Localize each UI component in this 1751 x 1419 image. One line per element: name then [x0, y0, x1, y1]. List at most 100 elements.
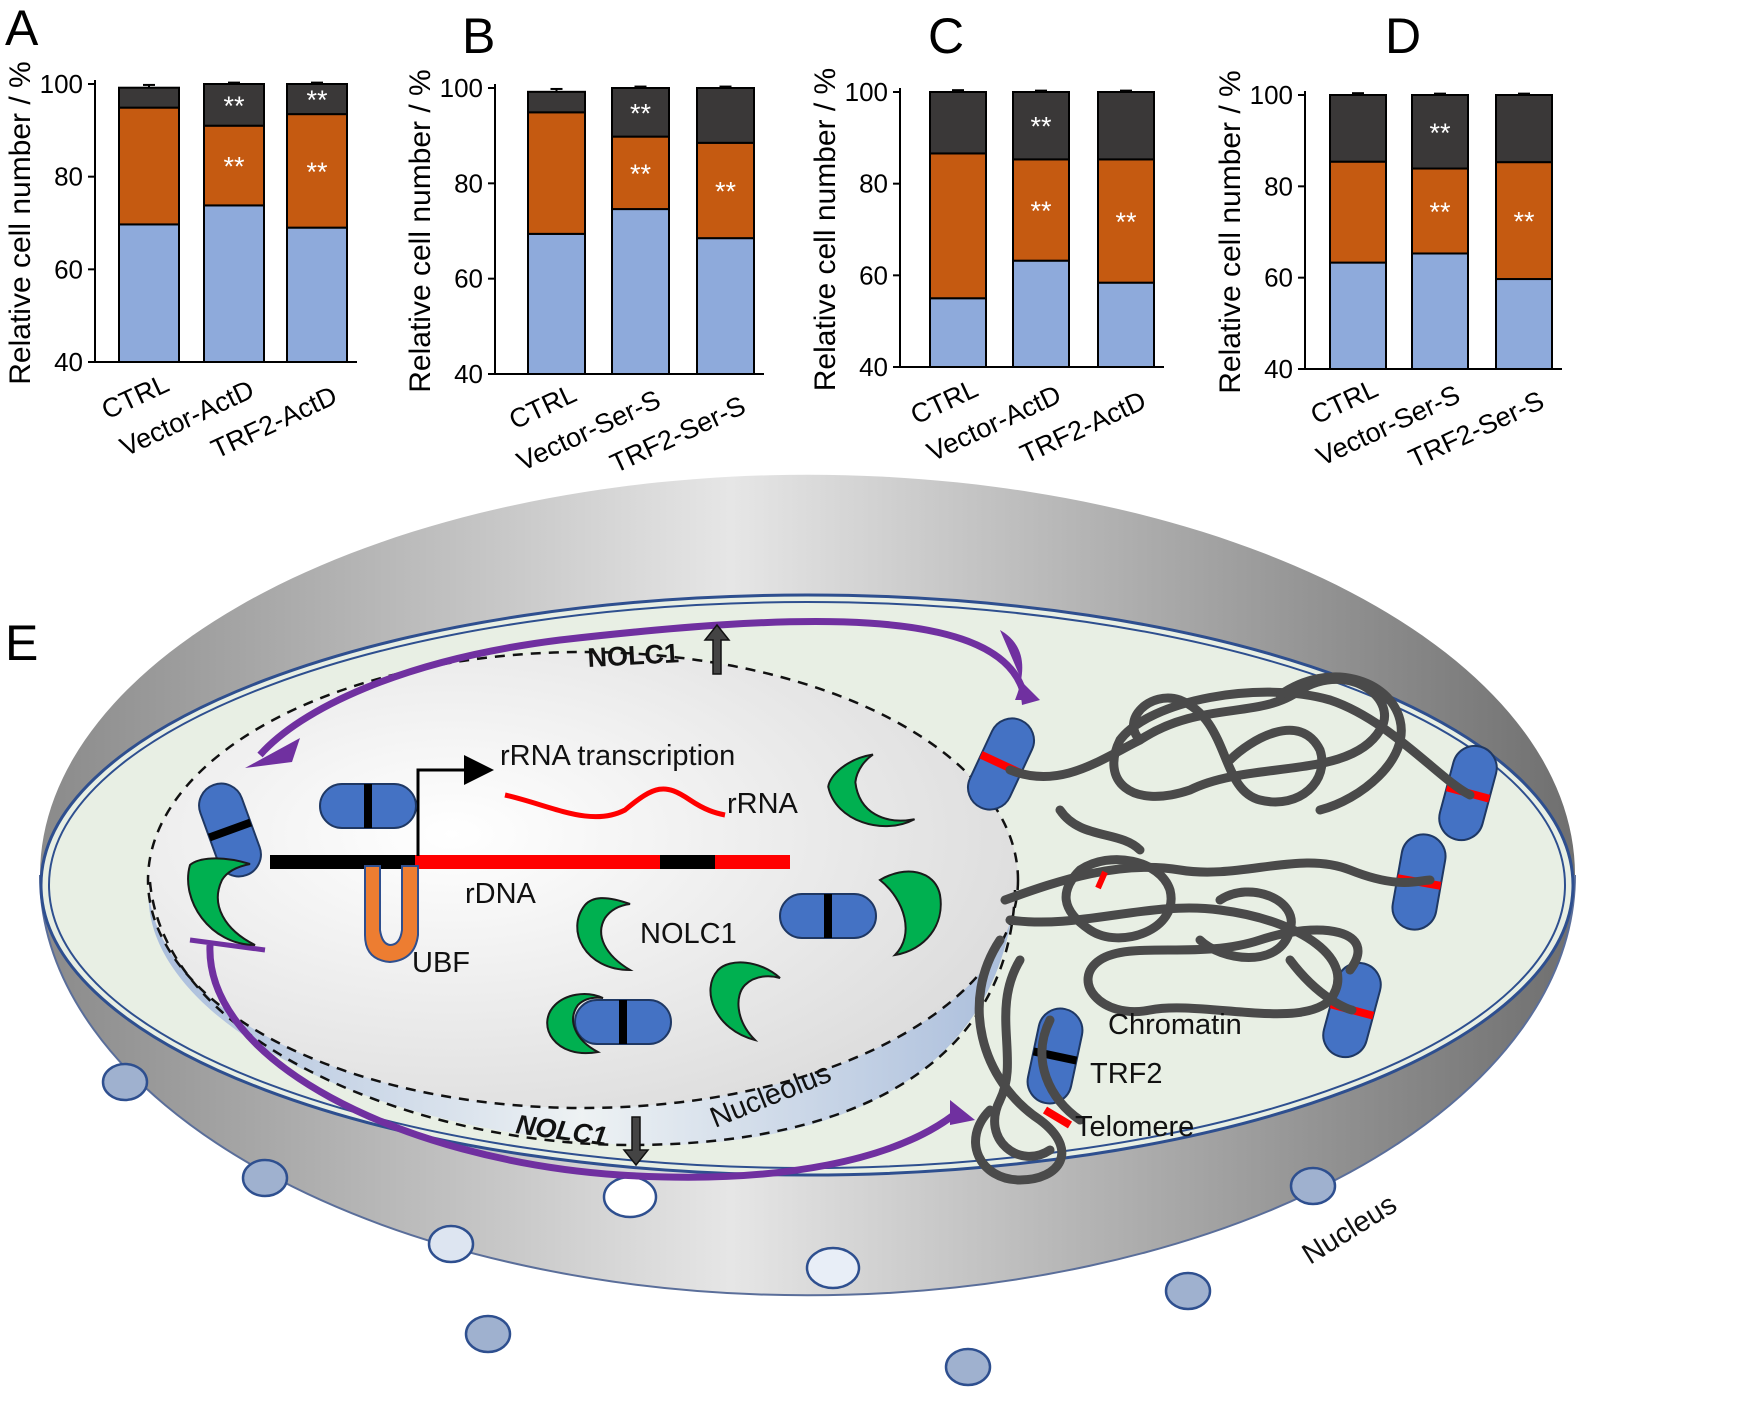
nolc1-up-label: NOLC1: [587, 638, 680, 673]
bar-segment: [118, 86, 180, 109]
bar-segment: [929, 297, 987, 368]
panel-letter-c: C: [928, 8, 964, 64]
nolc1-label: NOLC1: [640, 918, 737, 950]
y-tick-label: 60: [54, 254, 83, 284]
bar-segment: [929, 152, 987, 300]
ubf-protein: [364, 865, 419, 964]
y-tick-label: 60: [859, 260, 888, 290]
bar-segment: [1329, 94, 1387, 163]
y-axis-label: Relative cell number / %: [404, 69, 437, 392]
transcription-arrow: [416, 755, 494, 856]
bar-segment: [1097, 91, 1155, 161]
nolc1-crescent: [827, 753, 916, 828]
bar-segment: [1012, 259, 1070, 368]
bar-segment: [527, 90, 586, 114]
bar-segment: [203, 204, 265, 363]
bar-segment: [1097, 158, 1155, 284]
y-tick-label: 80: [1264, 171, 1293, 201]
trf2-capsule: [574, 999, 672, 1045]
rrna-label: rRNA: [727, 788, 799, 820]
rrna-strand: [504, 786, 726, 820]
bar-segment: [1495, 278, 1553, 370]
significance-label: **: [223, 152, 245, 182]
purple-arrowhead: [245, 738, 300, 768]
bar-segment: [611, 208, 670, 375]
chromatin: [971, 672, 1475, 1185]
nuclear-pore: [1289, 1166, 1337, 1206]
telomere-marker: [1095, 870, 1108, 890]
y-tick-label: 100: [1250, 80, 1293, 110]
panel-letter-b: B: [462, 8, 495, 64]
trf2-capsule: [319, 783, 417, 829]
y-tick-label: 80: [454, 168, 483, 198]
y-tick-label: 40: [1264, 354, 1293, 384]
y-tick-label: 40: [859, 352, 888, 382]
rrna-transcription-label: rRNA transcription: [500, 740, 735, 772]
nuclear-pore: [805, 1246, 861, 1290]
y-tick-label: 80: [54, 162, 83, 192]
y-tick-label: 60: [1264, 263, 1293, 293]
bar-segment: [118, 223, 180, 363]
significance-label: **: [223, 91, 245, 121]
bar-segment: [1411, 167, 1469, 255]
bar-segment: [286, 113, 348, 229]
nolc1-crescent: [576, 897, 634, 972]
bar-segment: [1495, 94, 1553, 164]
significance-label: **: [1030, 112, 1052, 142]
nolc1-crescent: [709, 961, 781, 1042]
bar-segment: [1495, 161, 1553, 281]
y-tick-label: 100: [845, 77, 888, 107]
y-tick-label: 100: [440, 73, 483, 103]
y-tick-label: 40: [54, 347, 83, 377]
significance-label: **: [1115, 207, 1137, 237]
up-arrow-icon: [703, 623, 731, 675]
significance-label: **: [1429, 118, 1451, 148]
nolc1-molecules: [187, 753, 942, 1055]
significance-label: **: [306, 157, 328, 187]
rdna-label: rDNA: [465, 878, 537, 910]
significance-label: **: [306, 85, 328, 115]
nolc1-crescent: [187, 857, 256, 946]
nolc1-up-arrow: [257, 618, 1029, 758]
bar-segment: [203, 124, 265, 207]
bar-segment: [696, 237, 755, 375]
telomere-label: Telomere: [1075, 1111, 1194, 1143]
significance-label: **: [630, 159, 652, 189]
nuclear-pore: [241, 1158, 289, 1198]
nuclear-pore: [427, 1224, 475, 1264]
bar-segment: [1411, 252, 1469, 370]
nuclear-pore: [602, 1175, 658, 1219]
significance-label: **: [1030, 196, 1052, 226]
significance-label: **: [715, 176, 737, 206]
y-tick-label: 100: [40, 69, 83, 99]
bar-segment: [1329, 261, 1387, 371]
trf2-label: TRF2: [1090, 1058, 1163, 1090]
bar-segment: [118, 106, 180, 226]
trf2-capsule: [779, 893, 877, 939]
nuclear-pore: [101, 1062, 149, 1102]
down-arrow-icon: [622, 1116, 650, 1167]
chromatin-label: Chromatin: [1108, 1009, 1242, 1041]
bar-segment: [527, 111, 586, 235]
bar-segment: [527, 232, 586, 375]
y-tick-label: 60: [454, 264, 483, 294]
bar-segment: [1329, 160, 1387, 264]
bar-segment: [286, 83, 348, 116]
ubf-label: UBF: [412, 947, 470, 979]
y-axis-label: Relative cell number / %: [4, 61, 37, 384]
significance-label: **: [1429, 197, 1451, 227]
nolc1-crescent: [878, 870, 942, 957]
bar-segment: [696, 87, 755, 144]
nuclear-pore: [1164, 1271, 1212, 1311]
bar-segment: [611, 87, 670, 138]
nuclear-pores: [101, 1062, 1337, 1387]
bar-segment: [286, 226, 348, 363]
bar-segment: [1411, 94, 1469, 170]
significance-label: **: [630, 98, 652, 128]
y-axis-label: Relative cell number / %: [1214, 70, 1247, 393]
